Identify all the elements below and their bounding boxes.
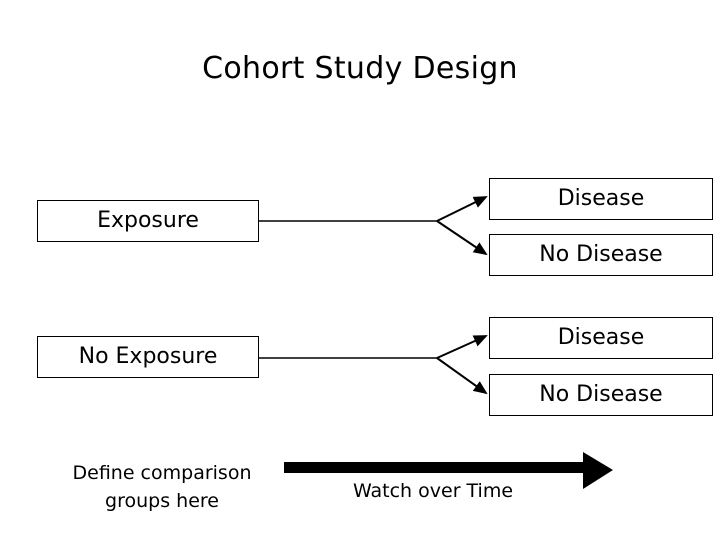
caption-define-groups-line1: Define comparison — [72, 462, 252, 484]
caption-watch-over-time: Watch over Time — [352, 480, 514, 502]
box-disease-unexposed[interactable]: Disease — [489, 317, 713, 359]
box-no-exposure[interactable]: No Exposure — [37, 336, 259, 378]
box-disease-exposed-label: Disease — [557, 186, 645, 211]
connector-no-exposure-to-no-disease — [436, 357, 488, 395]
connector-exposure-to-disease — [436, 196, 488, 222]
page-title: Cohort Study Design — [202, 51, 518, 86]
connector-no-exposure-to-disease — [436, 335, 488, 359]
box-no-disease-unexposed[interactable]: No Disease — [489, 374, 713, 416]
box-no-disease-exposed-label: No Disease — [539, 242, 663, 267]
box-no-exposure-label: No Exposure — [78, 344, 218, 369]
box-disease-exposed[interactable]: Disease — [489, 178, 713, 220]
box-exposure-label: Exposure — [97, 208, 199, 233]
caption-define-groups-line2: groups here — [105, 490, 219, 512]
box-no-disease-unexposed-label: No Disease — [539, 382, 663, 407]
box-disease-unexposed-label: Disease — [557, 325, 645, 350]
connector-exposure-to-no-disease — [436, 220, 488, 256]
box-no-disease-exposed[interactable]: No Disease — [489, 234, 713, 276]
box-exposure[interactable]: Exposure — [37, 200, 259, 242]
caption-define-groups: Define comparison groups here — [36, 459, 288, 515]
